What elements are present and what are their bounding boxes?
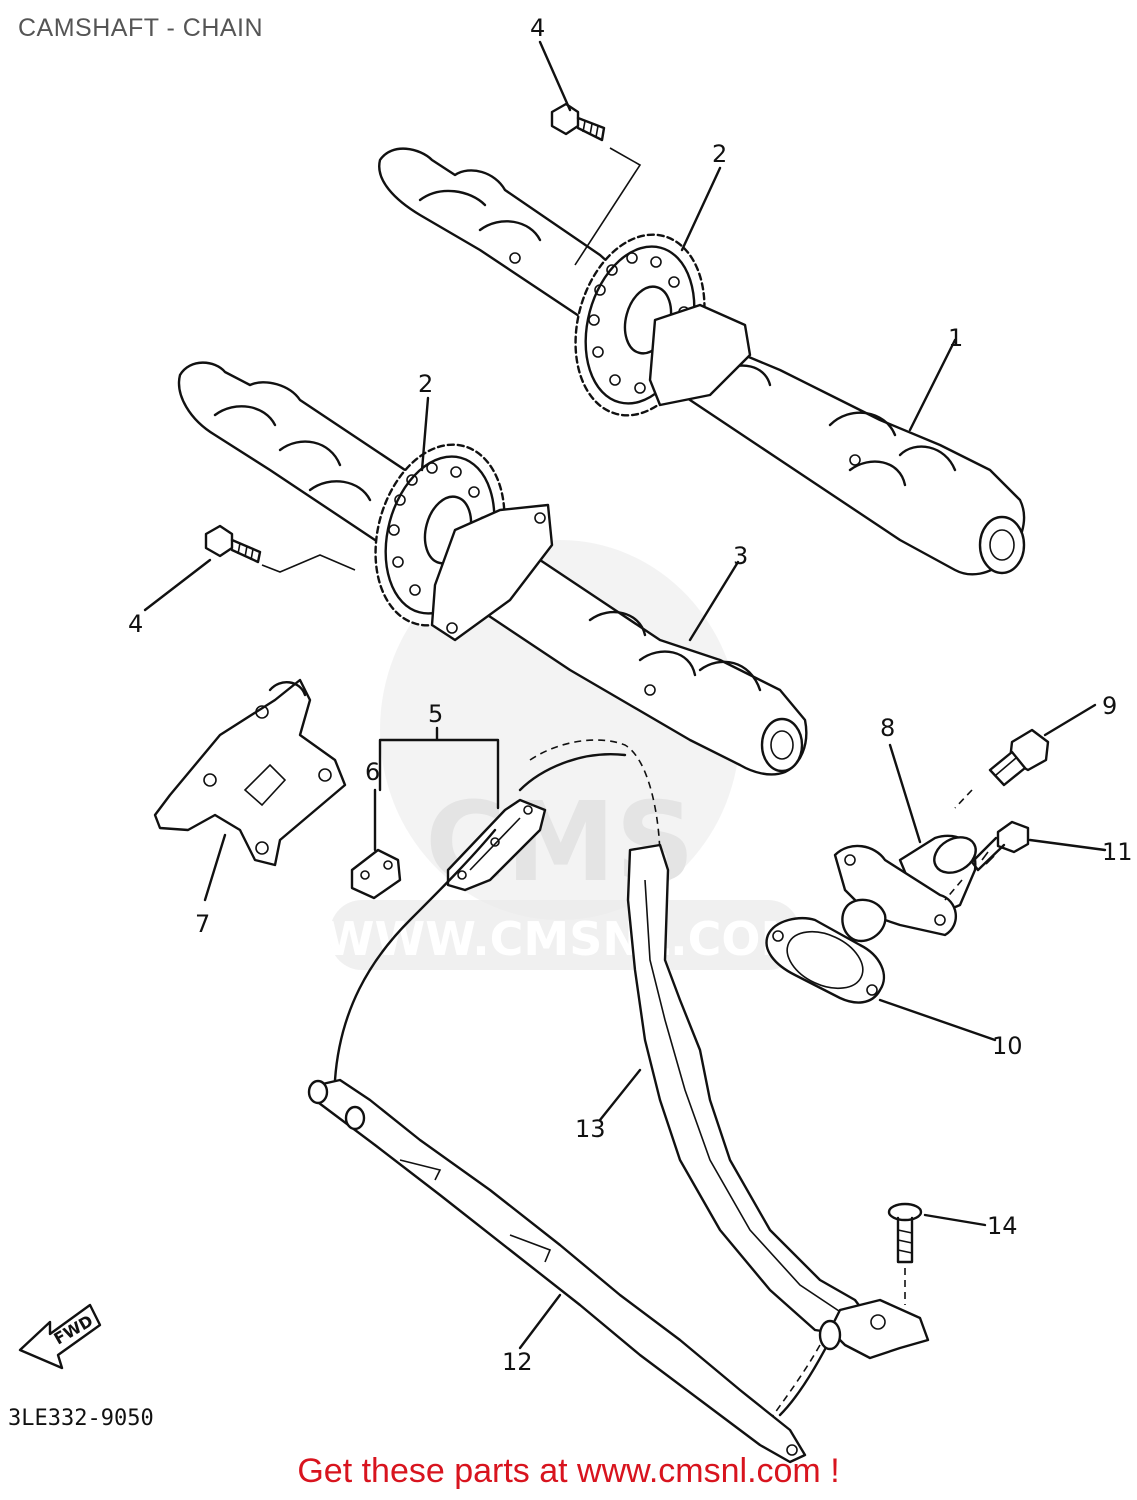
tensioner-mount-bolt <box>970 820 1030 872</box>
chain-tensioner <box>833 834 977 943</box>
page-title: CAMSHAFT - CHAIN <box>18 14 264 42</box>
callout-11: 11 <box>1102 838 1133 866</box>
callout-12: 12 <box>502 1348 533 1376</box>
tensioner-cap-bolt <box>988 728 1050 787</box>
callout-8: 8 <box>880 714 895 742</box>
callout-14: 14 <box>987 1212 1018 1240</box>
callout-3: 3 <box>733 542 748 570</box>
callout-4-lower: 4 <box>128 610 143 638</box>
bolt-lower <box>204 524 262 564</box>
callout-6: 6 <box>365 758 380 786</box>
tensioner-gasket <box>765 916 886 1004</box>
callout-7: 7 <box>195 910 210 938</box>
callout-2-upper: 2 <box>712 140 727 168</box>
callout-numbers: 4 2 1 2 3 4 5 6 7 8 9 11 10 13 14 12 <box>128 14 1133 1376</box>
footer-cta-link[interactable]: Get these parts at www.cmsnl.com ! <box>297 1452 840 1490</box>
guide-mount-bracket <box>818 1298 930 1360</box>
leader-lines <box>143 40 1107 1350</box>
callout-9: 9 <box>1102 692 1117 720</box>
callout-10: 10 <box>992 1032 1023 1060</box>
callout-13: 13 <box>575 1115 606 1143</box>
chain-guide-rear <box>307 1078 807 1464</box>
callout-2-lower: 2 <box>418 370 433 398</box>
cam-sprocket-upper <box>574 233 752 417</box>
callout-4-upper: 4 <box>530 14 545 42</box>
watermark-url: WWW.CMSNL.COM <box>324 912 807 966</box>
callout-1: 1 <box>948 324 963 352</box>
guide-bolt <box>887 1202 923 1305</box>
chain-joint-link <box>350 848 402 900</box>
callout-5: 5 <box>428 700 443 728</box>
chain-links <box>446 798 547 892</box>
cam-sprocket-lower <box>374 443 554 642</box>
chain-guide-top <box>153 678 347 867</box>
drawing-code: 3LE332-9050 <box>8 1406 154 1431</box>
forward-arrow-icon: FWD <box>18 1303 102 1370</box>
bolt-upper <box>550 102 606 142</box>
